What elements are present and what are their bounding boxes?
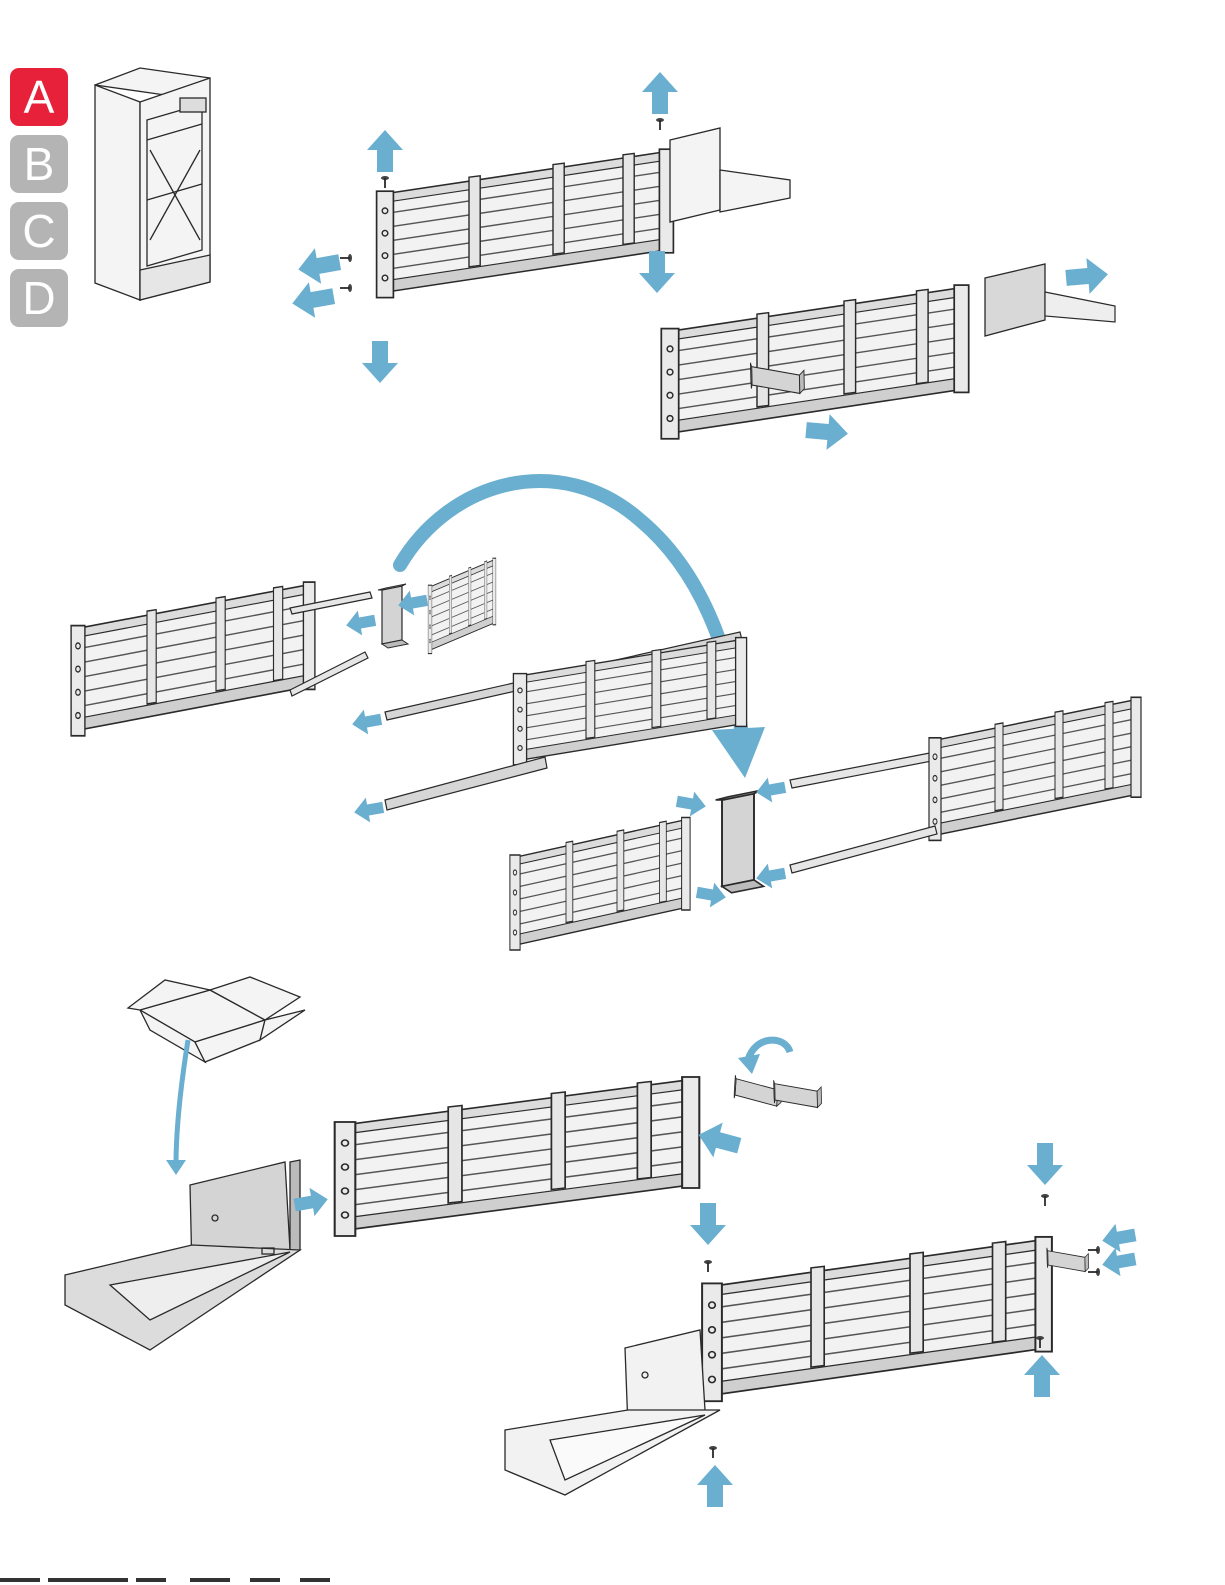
arrow-icon	[295, 244, 343, 287]
arrow-icon	[1065, 256, 1110, 296]
arrow-icon	[712, 727, 765, 778]
screw-icon	[1088, 1268, 1100, 1276]
screw-icon	[656, 118, 664, 130]
screw-icon	[340, 254, 352, 262]
arrow-icon	[1024, 1355, 1060, 1397]
screw-icon	[704, 1260, 712, 1272]
cabinet-icon	[95, 68, 210, 300]
arrow-icon	[350, 707, 383, 737]
arrow-icon	[367, 130, 403, 172]
footer-print-marks	[0, 1575, 350, 1585]
arrow-icon	[639, 251, 675, 293]
rail-assembly-bottom-lower	[505, 1237, 1091, 1495]
arrow-icon	[1100, 1221, 1138, 1255]
arrow-icon	[344, 608, 377, 638]
arrow-icon	[289, 278, 337, 321]
arrow-icon	[642, 72, 678, 114]
arrow-icon	[690, 1203, 726, 1245]
rotate-arrow-icon	[738, 1054, 760, 1074]
arrow-icon	[694, 1117, 744, 1163]
screw-icon	[1088, 1246, 1100, 1254]
screw-icon	[381, 176, 389, 188]
arrow-icon	[362, 341, 398, 383]
arrow-icon	[754, 775, 787, 805]
rail-assembly-middle-center	[385, 632, 747, 810]
rail-assembly-removed-end	[661, 264, 1115, 439]
arrow-icon	[352, 795, 385, 825]
arrow-icon	[805, 412, 850, 452]
arrow-icon	[176, 1040, 188, 1165]
end-bracket-left	[65, 1160, 300, 1350]
arrow-icon	[166, 1160, 186, 1175]
screw-icon	[340, 284, 352, 292]
end-clip	[770, 1079, 825, 1112]
screw-icon	[709, 1446, 717, 1458]
arrow-icon	[675, 789, 708, 819]
arrow-icon	[697, 1465, 733, 1507]
rail-assembly-top	[377, 128, 790, 298]
cardboard-box-icon	[128, 977, 305, 1062]
rail-assembly-bottom-upper	[335, 1077, 700, 1236]
arrow-icon	[1027, 1143, 1063, 1185]
screw-icon	[1041, 1194, 1049, 1206]
